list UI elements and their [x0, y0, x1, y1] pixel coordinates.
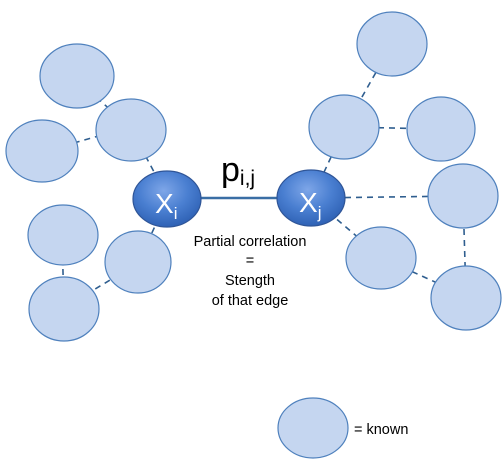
- node-xi-shape: [132, 170, 202, 228]
- edge-weight-main: p: [221, 151, 240, 189]
- node-xj-main-text: X: [299, 187, 318, 218]
- legend-known-text: = known: [354, 422, 408, 438]
- node-xj-sub-text: j: [317, 203, 322, 222]
- known-nodes: [5, 11, 502, 342]
- node-right-lower-left: [345, 226, 417, 290]
- legend: = known: [277, 397, 408, 459]
- node-xi-label: Xi: [155, 188, 177, 223]
- caption-line3: Stength: [225, 273, 275, 289]
- node-right-bottom: [430, 265, 502, 331]
- node-left-bottom: [28, 276, 100, 342]
- node-xi-sub-text: i: [174, 204, 178, 223]
- node-xj: Xj: [276, 169, 346, 227]
- caption-line1: Partial correlation: [194, 234, 307, 250]
- node-right-top: [356, 11, 428, 77]
- node-right-upper-left: [308, 94, 380, 160]
- node-left-mid: [5, 119, 79, 183]
- node-xj-shape: [276, 169, 346, 227]
- node-left-upper-mid: [95, 98, 167, 162]
- caption-line2: =: [246, 253, 254, 269]
- caption: Partial correlation = Stength of that ed…: [194, 234, 307, 309]
- edge-weight-label: pi,j: [221, 151, 255, 190]
- node-xi-main-text: X: [155, 188, 174, 219]
- node-xi: Xi: [132, 170, 202, 228]
- node-left-lower-right: [104, 230, 172, 294]
- node-right-mid: [427, 163, 499, 229]
- node-left-lower-top: [27, 204, 99, 266]
- node-right-upper-right: [406, 96, 476, 162]
- edge-weight-sub: i,j: [240, 167, 255, 190]
- node-left-top: [39, 43, 115, 109]
- legend-known-node: [277, 397, 349, 459]
- node-xj-label: Xj: [299, 187, 321, 222]
- caption-line4: of that edge: [212, 293, 289, 309]
